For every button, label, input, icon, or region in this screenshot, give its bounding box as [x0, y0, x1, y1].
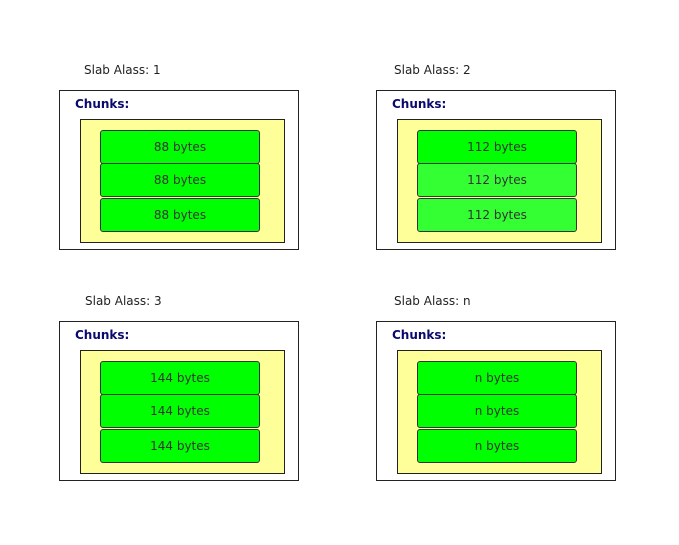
chunk: 112 bytes — [417, 163, 577, 197]
chunk: 144 bytes — [100, 394, 260, 428]
chunk-area: 88 bytes 88 bytes 88 bytes — [80, 119, 285, 243]
slab-label: Slab Alass: n — [394, 294, 471, 308]
slab-class-box: Chunks: 112 bytes 112 bytes 112 bytes — [376, 90, 616, 250]
chunk: 88 bytes — [100, 198, 260, 232]
chunk: 112 bytes — [417, 198, 577, 232]
chunk: 88 bytes — [100, 163, 260, 197]
slab-label: Slab Alass: 2 — [394, 63, 471, 77]
chunk-area: n bytes n bytes n bytes — [397, 350, 602, 474]
slab-label: Slab Alass: 1 — [84, 63, 161, 77]
chunks-title: Chunks: — [392, 97, 447, 111]
chunk: 112 bytes — [417, 130, 577, 164]
chunk: n bytes — [417, 429, 577, 463]
chunk: n bytes — [417, 361, 577, 395]
chunk-area: 144 bytes 144 bytes 144 bytes — [80, 350, 285, 474]
chunks-title: Chunks: — [75, 97, 130, 111]
slab-class-box: Chunks: 144 bytes 144 bytes 144 bytes — [59, 321, 299, 481]
chunks-title: Chunks: — [392, 328, 447, 342]
chunk: 144 bytes — [100, 429, 260, 463]
chunk-area: 112 bytes 112 bytes 112 bytes — [397, 119, 602, 243]
chunk: 88 bytes — [100, 130, 260, 164]
chunk: 144 bytes — [100, 361, 260, 395]
slab-class-box: Chunks: n bytes n bytes n bytes — [376, 321, 616, 481]
slab-class-box: Chunks: 88 bytes 88 bytes 88 bytes — [59, 90, 299, 250]
slab-label: Slab Alass: 3 — [85, 294, 162, 308]
chunk: n bytes — [417, 394, 577, 428]
chunks-title: Chunks: — [75, 328, 130, 342]
